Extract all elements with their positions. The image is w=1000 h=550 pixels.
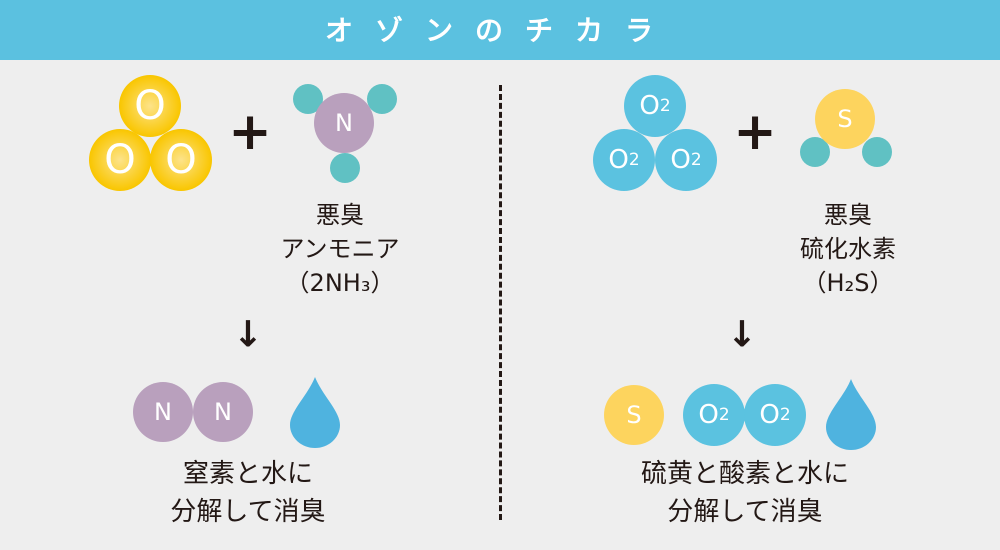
hydrogen-atom xyxy=(330,153,360,183)
atom-label: O xyxy=(165,137,197,183)
atom-label: O xyxy=(670,145,691,175)
gas-label: 悪臭 硫化水素 （H₂S） xyxy=(800,198,896,300)
plus-sign: + xyxy=(228,102,272,162)
ozone-atom: O xyxy=(89,129,151,191)
atom-label: O xyxy=(608,145,629,175)
result-line: 硫黄と酸素と水に xyxy=(640,459,850,489)
atom-label: O xyxy=(759,400,780,430)
hydrogen-atom xyxy=(367,84,397,114)
nitrogen-atom: N xyxy=(314,93,374,153)
arrow-down-icon: ↓ xyxy=(232,314,264,356)
atom-label: O xyxy=(698,400,719,430)
ozone-atom: O xyxy=(150,129,212,191)
nitrogen-atom: N xyxy=(133,382,193,442)
gas-line: 悪臭 xyxy=(824,201,872,229)
result-label: 窒素と水に 分解して消臭 xyxy=(170,455,325,531)
gas-line: 悪臭 xyxy=(315,201,364,229)
subscript: 2 xyxy=(690,150,702,170)
subscript: 2 xyxy=(718,405,730,425)
gas-line: 硫化水素 xyxy=(800,235,896,263)
subscript: 2 xyxy=(628,150,640,170)
ozone-atom: O xyxy=(119,75,181,137)
gas-line: （H₂S） xyxy=(802,269,894,297)
nitrogen-atom: N xyxy=(193,382,253,442)
hydrogen-atom xyxy=(862,137,892,167)
sulfur-atom: S xyxy=(604,385,664,445)
sulfur-atom: S xyxy=(815,89,875,149)
subscript: 2 xyxy=(779,405,791,425)
result-label: 硫黄と酸素と水に 分解して消臭 xyxy=(641,455,849,531)
arrow-down-icon: ↓ xyxy=(726,314,758,356)
gas-label: 悪臭 アンモニア （2NH₃） xyxy=(280,198,399,300)
result-line: 分解して消臭 xyxy=(170,497,326,527)
gas-line: アンモニア xyxy=(280,235,400,263)
plus-sign: + xyxy=(733,102,777,162)
gas-line: （2NH₃） xyxy=(285,269,395,297)
water-drop-icon xyxy=(826,379,876,450)
divider xyxy=(499,85,502,520)
result-line: 分解して消臭 xyxy=(667,497,823,527)
atom-label: O xyxy=(639,91,660,121)
page-title: オゾンのチカラ xyxy=(0,0,1000,60)
water-drop-icon xyxy=(290,377,340,448)
atom-label: O xyxy=(104,137,136,183)
subscript: 2 xyxy=(659,96,671,116)
result-line: 窒素と水に xyxy=(182,459,314,489)
atom-label: O xyxy=(134,83,166,129)
